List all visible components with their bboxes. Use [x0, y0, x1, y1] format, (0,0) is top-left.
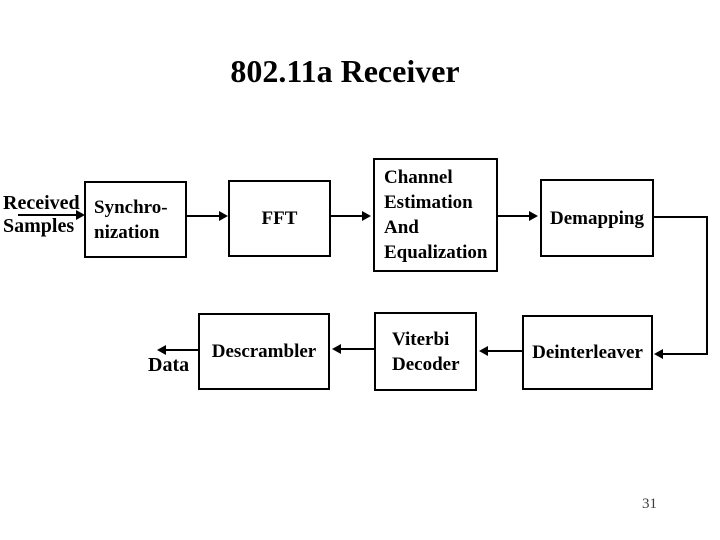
- data-label: Data: [148, 354, 190, 376]
- block-channel-estimation: Channel Estimation And Equalization: [373, 158, 498, 272]
- received-samples-label: Received Samples: [3, 192, 80, 237]
- block-descrambler: Descrambler: [198, 313, 330, 390]
- block-demapping: Demapping: [540, 179, 654, 257]
- block-fft: FFT: [228, 180, 331, 257]
- block-viterbi-decoder: Viterbi Decoder: [374, 312, 477, 391]
- block-synchronization: Synchro- nization: [84, 181, 187, 258]
- block-deinterleaver: Deinterleaver: [522, 315, 653, 390]
- page-number: 31: [642, 496, 657, 512]
- slide-title: 802.11a Receiver: [230, 53, 460, 89]
